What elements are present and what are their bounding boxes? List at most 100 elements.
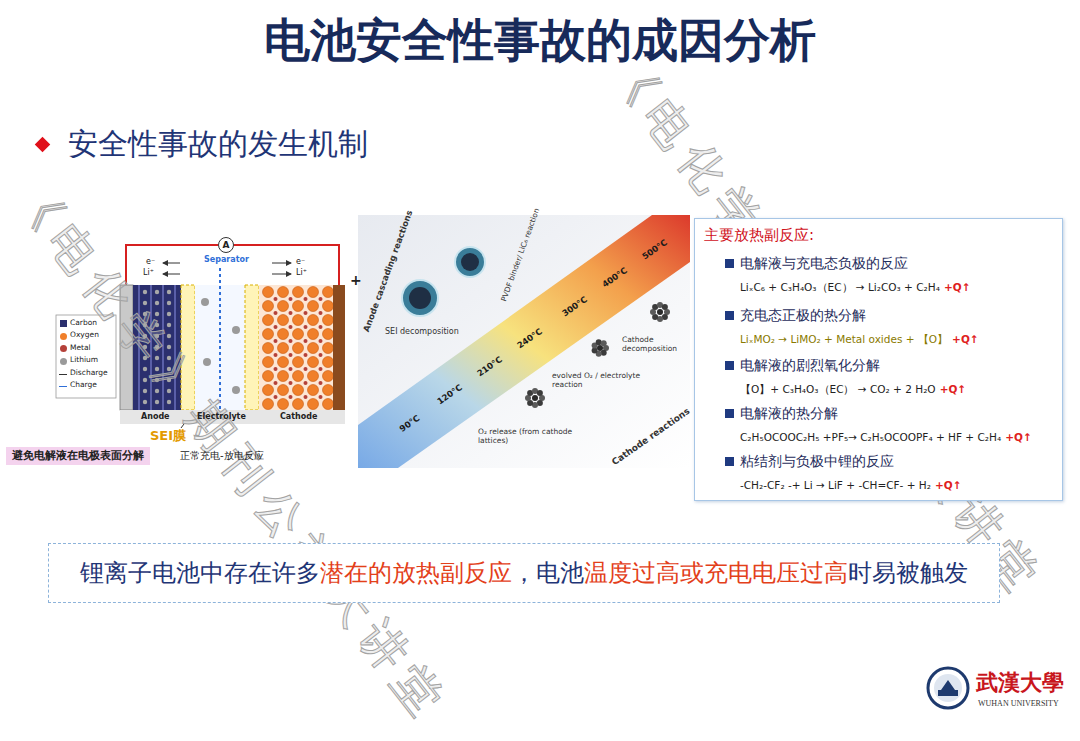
oxygen-atom xyxy=(263,329,274,340)
battery-schematic-part xyxy=(163,263,180,264)
highlight-text: 温度过高或充电电压过高 xyxy=(584,559,848,587)
chemical-equation: 【O】+ C₃H₄O₃（EC） → CO₂ + 2 H₂O xyxy=(740,383,936,395)
note-text: 正常充电-放电反应 xyxy=(180,450,264,462)
metal-atom xyxy=(289,311,293,315)
lithium-atom xyxy=(167,400,171,404)
heat-release: +Q↑ xyxy=(940,383,967,395)
reaction-title: 充电态正极的热分解 xyxy=(740,307,866,323)
oxygen-atom xyxy=(323,329,334,340)
oxygen-atom xyxy=(293,315,304,326)
summary-text: 锂离子电池中存在许多 xyxy=(80,559,320,587)
oxygen-atom xyxy=(278,357,289,368)
charge-carrier: e⁻ xyxy=(296,257,305,266)
oxygen-atom xyxy=(278,343,289,354)
reaction-title: 粘结剂与负极中锂的反应 xyxy=(740,453,894,469)
battery-schematic-part xyxy=(232,326,240,334)
formula-row: C₂H₅OCOOC₂H₅ +PF₅→ C₂H₅OCOOPF₄ + HF + C₂… xyxy=(740,431,1032,444)
sei-label: SEI膜 xyxy=(150,429,186,444)
slide-title: 电池安全性事故的成因分析 xyxy=(0,14,1080,67)
battery-schematic-part xyxy=(201,298,209,306)
oxygen-atom xyxy=(323,343,334,354)
metal-atom xyxy=(304,311,308,315)
oxygen-atom xyxy=(278,385,289,396)
oxygen-atom xyxy=(263,343,274,354)
oxygen-atom xyxy=(323,385,334,396)
lithium-atom xyxy=(167,345,171,349)
lithium-atom xyxy=(155,389,159,393)
bullet-square xyxy=(725,259,734,268)
oxygen-atom xyxy=(323,371,334,382)
university-logo-part xyxy=(938,680,958,696)
legend-label: Oxygen xyxy=(70,331,99,340)
legend-label: Carbon xyxy=(70,319,97,328)
particle xyxy=(657,309,663,315)
metal-atom xyxy=(304,367,308,371)
battery-schematic-part xyxy=(120,285,133,410)
thermal-runaway-figure-part xyxy=(455,247,485,277)
metal-atom xyxy=(304,353,308,357)
metal-atom xyxy=(289,325,293,329)
particle xyxy=(597,345,603,351)
oxygen-atom xyxy=(293,287,304,298)
university-name: 武漢大學 xyxy=(976,670,1064,695)
thermal-runaway-figure-part xyxy=(461,253,479,271)
arrow-sample xyxy=(59,374,67,375)
chemical-equation: C₂H₅OCOOC₂H₅ +PF₅→ C₂H₅OCOOPF₄ + HF + C₂… xyxy=(740,431,1001,443)
metal-atom xyxy=(274,381,278,385)
summary-box: 锂离子电池中存在许多潜在的放热副反应，电池温度过高或充电电压过高时易被触发 xyxy=(48,543,1000,603)
oxygen-atom xyxy=(293,385,304,396)
lithium-atom xyxy=(143,389,147,393)
lithium-atom xyxy=(155,356,159,360)
part-label: Electrolyte xyxy=(197,412,246,421)
lithium-atom xyxy=(167,356,171,360)
battery-schematic-part xyxy=(120,410,345,424)
battery-schematic-part xyxy=(133,285,181,410)
oxygen-atom xyxy=(323,357,334,368)
university-logo-part xyxy=(934,674,962,702)
oxygen-atom xyxy=(278,315,289,326)
metal-atom xyxy=(304,325,308,329)
metal-atom xyxy=(274,353,278,357)
section-heading: 安全性事故的发生机制 xyxy=(68,127,368,162)
oxygen-atom xyxy=(308,343,319,354)
metal-atom xyxy=(319,353,323,357)
bullet-square xyxy=(725,409,734,418)
oxygen-atom xyxy=(293,357,304,368)
oxygen-atom xyxy=(293,343,304,354)
lithium-atom xyxy=(155,323,159,327)
university-name-en: WUHAN UNIVERSITY xyxy=(978,699,1059,708)
metal-atom xyxy=(274,395,278,399)
battery-schematic-part xyxy=(272,274,291,275)
lithium-atom xyxy=(167,378,171,382)
lithium-atom xyxy=(155,400,159,404)
oxygen-atom xyxy=(263,399,274,410)
oxygen-atom xyxy=(323,287,334,298)
chemical-equation: LiₓMO₂ → LiMO₂ + Metal oxides + 【O】 xyxy=(740,333,948,345)
highlight-text: 潜在的放热副反应 xyxy=(320,559,512,587)
cathode-lattice xyxy=(263,287,334,410)
terminal-sign: + xyxy=(350,272,362,288)
battery-schematic-part xyxy=(163,274,180,275)
lithium-atom xyxy=(167,367,171,371)
battery-schematic-part xyxy=(56,315,116,398)
figure-label: SEI decomposition xyxy=(385,327,459,336)
metal-atom xyxy=(289,353,293,357)
lithium-atom xyxy=(167,301,171,305)
battery-schematic-part xyxy=(333,285,345,410)
battery-schematic-part xyxy=(126,245,339,285)
particle xyxy=(592,348,598,354)
oxygen-atom xyxy=(278,301,289,312)
bullet-diamond xyxy=(35,137,51,153)
oxygen-atom xyxy=(293,399,304,410)
lithium-atom xyxy=(143,312,147,316)
oxygen-atom xyxy=(263,301,274,312)
charge-carrier: Li⁺ xyxy=(143,268,154,277)
formula-row: LiₓC₆ + C₃H₄O₃（EC） → Li₂CO₃ + C₂H₄+Q↑ xyxy=(740,281,970,294)
lithium-atom xyxy=(167,334,171,338)
legend-swatch xyxy=(60,358,67,365)
metal-atom xyxy=(289,339,293,343)
bullet-square xyxy=(725,457,734,466)
oxygen-atom xyxy=(263,371,274,382)
note-text: 避免电解液在电极表面分解 xyxy=(12,449,144,463)
